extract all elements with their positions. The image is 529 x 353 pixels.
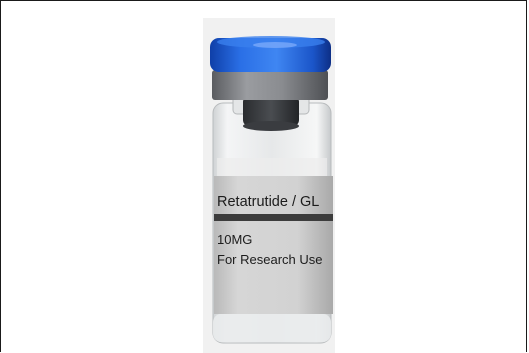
cap-top-highlight: [217, 36, 325, 48]
vial-label: [214, 176, 333, 314]
label-usage-note: For Research Use: [217, 252, 322, 267]
label-stripe: [214, 214, 333, 221]
cap-shine: [253, 42, 297, 48]
product-photo: Retatrutide / GL 10MG For Research Use: [203, 18, 335, 353]
vial-illustration: Retatrutide / GL 10MG For Research Use: [203, 18, 335, 353]
stopper-base: [243, 121, 299, 131]
rubber-stopper: [243, 96, 299, 126]
vial-bottom: [213, 314, 331, 342]
label-product-name: Retatrutide / GL: [217, 194, 319, 210]
label-dosage: 10MG: [217, 232, 252, 247]
aluminium-collar: [212, 70, 328, 100]
